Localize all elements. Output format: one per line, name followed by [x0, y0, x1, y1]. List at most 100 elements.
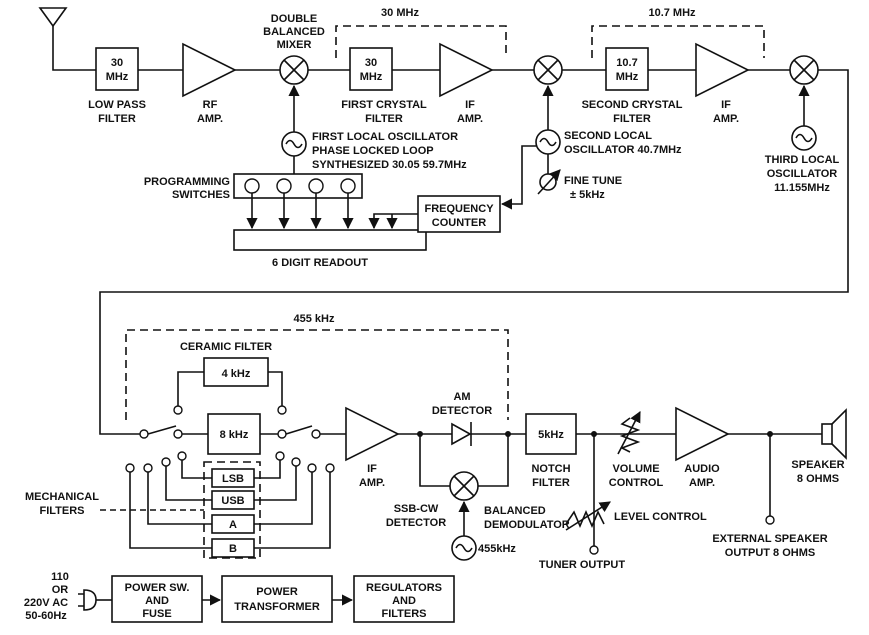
bal-demod-line2: DEMODULATOR [484, 519, 570, 531]
speaker-line1: SPEAKER [791, 459, 844, 471]
freq-counter-line2: COUNTER [432, 217, 486, 229]
lo1-line2: PHASE LOCKED LOOP [312, 145, 434, 157]
input-terminal [139, 429, 149, 439]
fine-tune-knob-icon [537, 169, 561, 195]
switch-line2: AND [145, 595, 169, 607]
mech-filter-usb [211, 490, 255, 510]
switch-knob-4 [340, 178, 356, 194]
ceramic-filter-label: CERAMIC FILTER [180, 341, 272, 353]
rf-amp-line2: AMP. [197, 113, 223, 125]
mains-line3: 220V AC [24, 597, 68, 609]
switch-line1: POWER SW. [125, 582, 190, 594]
lo3-line3: 11.155MHz [774, 182, 830, 194]
rf-amp-line1: RF [203, 99, 218, 111]
lpf-box-line2: MHz [106, 71, 129, 83]
ssb-det-line1: SSB-CW [394, 503, 439, 515]
if3-line1: IF [367, 463, 377, 475]
lo3-line2: OSCILLATOR [767, 168, 838, 180]
mech-usb-label: USB [221, 495, 244, 507]
xtal1-box-line1: 30 [365, 57, 377, 69]
if3-line2: AMP. [359, 477, 385, 489]
low-pass-filter-box [95, 47, 139, 91]
switch-knob-3 [308, 178, 324, 194]
10-7mhz-bracket [591, 25, 765, 58]
speaker-line2: 8 OHMS [797, 473, 839, 485]
lo2-line2: OSCILLATOR 40.7MHz [564, 144, 682, 156]
xtal2-box-line1: 10.7 [616, 57, 637, 69]
mech-filter-lsb [211, 468, 255, 488]
if2-line1: IF [721, 99, 731, 111]
455khz-label: 455 kHz [294, 313, 335, 325]
prog-label-line2: SWITCHES [172, 189, 230, 201]
lo2-line1: SECOND LOCAL [564, 130, 652, 142]
power-switch-fuse-box [111, 575, 203, 623]
xtal1-label-line1: FIRST CRYSTAL [341, 99, 427, 111]
first-local-oscillator-icon [281, 131, 307, 157]
volume-line2: CONTROL [609, 477, 664, 489]
speaker-icon [821, 408, 847, 460]
am-detector-diode-icon [451, 422, 472, 446]
prog-label-line1: PROGRAMMING [144, 176, 230, 188]
first-crystal-filter-box [349, 47, 393, 91]
fine-tune-line1: FINE TUNE [564, 175, 622, 187]
regulators-line3: FILTERS [381, 608, 426, 620]
regulators-line1: REGULATORS [366, 582, 442, 594]
transformer-line2: TRANSFORMER [234, 601, 320, 613]
ceramic-8k-label: 8 kHz [220, 429, 249, 441]
second-local-oscillator-icon [535, 129, 561, 155]
audio-amp-triangle [675, 406, 730, 462]
volume-line1: VOLUME [612, 463, 659, 475]
xtal1-label-line2: FILTER [365, 113, 403, 125]
mech-label-line2: FILTERS [39, 505, 84, 517]
power-transformer-box [221, 575, 333, 623]
lpf-label-line2: FILTER [98, 113, 136, 125]
30mhz-label: 30 MHz [381, 7, 419, 19]
mixer-label-line2: BALANCED [263, 26, 325, 38]
mixer-label-line1: DOUBLE [271, 13, 317, 25]
ceramic-filter-8khz-box [207, 413, 261, 455]
lo1-line3: SYNTHESIZED 30.05 59.7MHz [312, 159, 467, 171]
if2-line2: AMP. [713, 113, 739, 125]
external-speaker-terminal [765, 515, 775, 525]
lo3-line1: THIRD LOCAL [765, 154, 840, 166]
double-balanced-mixer [279, 55, 309, 85]
if-amp-3-triangle [345, 406, 400, 462]
audio-amp-line2: AMP. [689, 477, 715, 489]
second-mixer [533, 55, 563, 85]
ceramic-filter-4khz-box [203, 357, 269, 387]
xtal1-box-line2: MHz [360, 71, 383, 83]
level-control-label: LEVEL CONTROL [614, 511, 707, 523]
mech-label-line1: MECHANICAL [25, 491, 99, 503]
fine-tune-line2: ± 5kHz [570, 189, 605, 201]
audio-amp-line1: AUDIO [684, 463, 720, 475]
455khz-bracket [125, 329, 509, 420]
volume-control-icon [617, 411, 641, 455]
switch-knob-2 [276, 178, 292, 194]
third-local-oscillator-icon [791, 125, 817, 151]
xtal2-label-line2: FILTER [613, 113, 651, 125]
lpf-box-line1: 30 [111, 57, 123, 69]
notch-label-line2: FILTER [532, 477, 570, 489]
level-control-icon [565, 501, 611, 531]
bfo-455khz-oscillator-icon [451, 535, 477, 561]
am-det-line2: DETECTOR [432, 405, 492, 417]
tuner-output-terminal [589, 545, 599, 555]
mech-b-label: B [229, 543, 237, 555]
lpf-label-line1: LOW PASS [88, 99, 146, 111]
lo1-line1: FIRST LOCAL OSCILLATOR [312, 131, 458, 143]
ceramic-4k-label: 4 kHz [222, 368, 251, 380]
third-mixer [789, 55, 819, 85]
xtal2-label-line1: SECOND CRYSTAL [582, 99, 683, 111]
10-7mhz-label: 10.7 MHz [648, 7, 696, 19]
am-det-line1: AM [453, 391, 470, 403]
tuner-output-label: TUNER OUTPUT [539, 559, 625, 571]
switch-line3: FUSE [142, 608, 171, 620]
bal-demod-line1: BALANCED [484, 505, 546, 517]
if-amp-1-triangle [439, 42, 494, 98]
if1-line1: IF [465, 99, 475, 111]
mains-line1: 110 [51, 571, 69, 583]
xtal2-box-line2: MHz [616, 71, 639, 83]
mech-lsb-label: LSB [222, 473, 244, 485]
readout-label: 6 DIGIT READOUT [272, 257, 368, 269]
if-amp-2-triangle [695, 42, 750, 98]
